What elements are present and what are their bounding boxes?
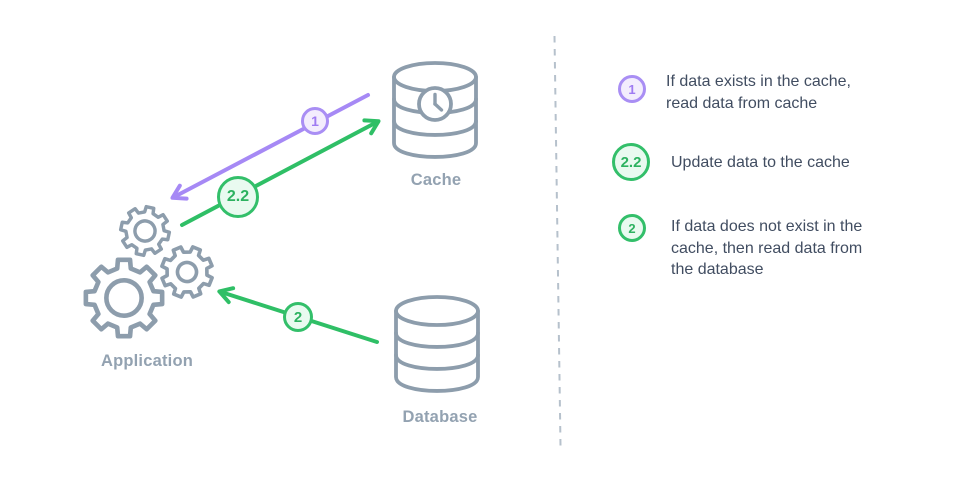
arrow-badge-2-2: 2.2 [217,176,259,218]
cache-cylinder-clock-icon [392,61,478,159]
arrow-badge-2: 2 [283,302,313,332]
legend-text-1: If data exists in the cache, read data f… [666,73,851,112]
legend-text-2: If data does not exist in the cache, the… [671,218,863,278]
dashed-divider [553,35,562,447]
database-label: Database [402,408,478,426]
legend-badge-2-2: 2.2 [612,143,650,181]
application-label: Application [100,352,194,370]
clock-hand-hour [433,102,444,112]
legend-badge-2: 2 [618,214,646,242]
database-cylinder-icon [394,295,480,393]
arrow-2-2-application-to-cache [180,118,381,227]
legend-text-2-2: Update data to the cache [671,154,850,171]
arrow-badge-1: 1 [301,107,329,135]
gears-icon [83,204,214,339]
arrow-1-cache-to-application [170,93,370,201]
legend-badge-1: 1 [618,75,646,103]
cache-label: Cache [410,171,462,189]
